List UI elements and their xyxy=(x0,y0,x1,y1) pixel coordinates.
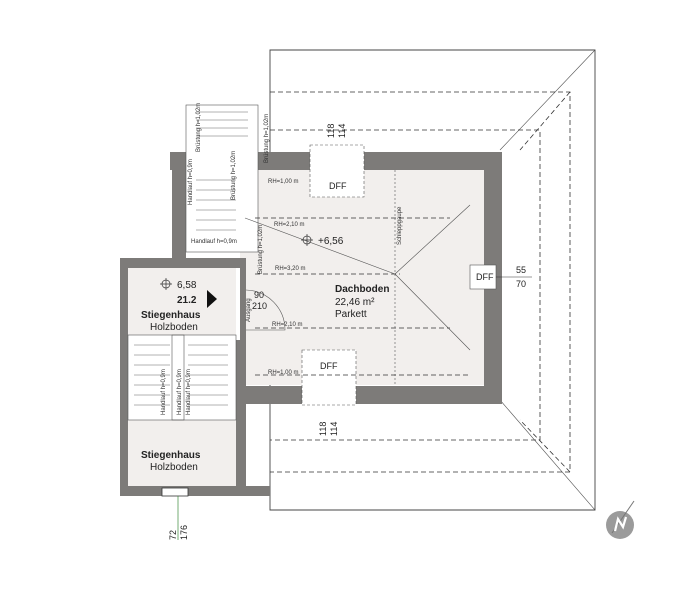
room-floor-stiegenhaus-upper: Holzboden xyxy=(150,322,198,333)
stair-handlauf-2: Handlauf h=0,9m xyxy=(177,369,183,415)
room-name-stiegenhaus-lower: Stiegenhaus xyxy=(141,450,201,461)
rh-100-top: RH=1,00 m xyxy=(268,179,299,185)
stair-wall-right-lower xyxy=(236,340,246,495)
ridge-label: Schleppgaupe xyxy=(397,206,403,245)
window-bottom-label: DFF xyxy=(320,361,338,371)
window-dff-bottom xyxy=(301,349,357,406)
room-floor-dachboden: Parkett xyxy=(335,309,367,320)
stair-railing xyxy=(171,334,185,421)
stair-hall-upper-floor xyxy=(128,268,236,335)
window-dff-top xyxy=(309,144,365,198)
stair-handlauf-1: Handlauf h=0,9m xyxy=(161,369,167,415)
ridge-diagonals xyxy=(244,204,471,351)
rh-210-bottom: RH=2,10 m xyxy=(272,322,303,328)
eingang-label: Ausgang xyxy=(246,298,252,322)
handlauf-label: Handlauf h=0,9m xyxy=(191,239,237,245)
level-marker-icon xyxy=(301,234,313,246)
stair-dim-b: 176 xyxy=(179,525,189,540)
door-height: 210 xyxy=(252,301,267,311)
bruestung-mid-label: Brüstung h=1,02m xyxy=(231,151,237,200)
rh-100-bottom: RH=1,00 m xyxy=(268,370,299,376)
stair-wall-bottom xyxy=(120,486,270,496)
room-name-stiegenhaus-upper: Stiegenhaus xyxy=(141,310,201,321)
upper-stair-treads xyxy=(196,111,248,231)
outlet-box xyxy=(161,487,189,497)
window-bottom-dim-a: 118 xyxy=(318,422,328,436)
level-marker-icon xyxy=(160,278,172,290)
room-number-stiegenhaus: 21.2 xyxy=(177,295,197,306)
window-dff-right xyxy=(469,264,497,290)
stair-dim-a: 72 xyxy=(168,530,178,540)
lower-stair-area xyxy=(127,334,237,421)
stair-wall-outer-left xyxy=(120,258,128,494)
roof-dash-diagonals xyxy=(519,91,571,473)
rh-320: RH=3,20 m xyxy=(275,266,306,272)
room-name-dachboden: Dachboden xyxy=(335,284,389,295)
roof-dash-inner xyxy=(270,129,541,441)
handlauf-vertical-label: Handlauf h=0,9m xyxy=(188,159,194,205)
level-stair: 6,58 xyxy=(177,280,197,291)
level-main: +6,56 xyxy=(318,236,344,247)
stair-handlauf-3: Handlauf h=0,9m xyxy=(186,369,192,415)
window-right-dim-b: 70 xyxy=(516,279,526,289)
stair-hall-lower-floor xyxy=(128,420,236,486)
height-lines xyxy=(255,217,470,376)
direction-arrow-icon xyxy=(207,290,217,308)
window-right-dim-a: 55 xyxy=(516,265,526,275)
door-swing xyxy=(245,289,286,331)
attic-wall-bottom xyxy=(240,386,502,404)
window-top-label: DFF xyxy=(329,181,347,191)
stair-wall-left-top xyxy=(172,152,186,272)
bruestung-left2-label: Brüstung h=1,02m xyxy=(196,103,202,152)
upper-stair-area xyxy=(185,104,259,253)
north-arrow-icon xyxy=(606,500,635,539)
bruestung-top-label: Brüstung h=1,02m xyxy=(264,114,270,163)
roof-hip-lines xyxy=(499,49,596,511)
attic-floor xyxy=(240,170,485,385)
attic-wall-left xyxy=(240,260,246,404)
room-area-dachboden: 22,46 m² xyxy=(335,297,375,308)
door-width: 90 xyxy=(254,290,264,300)
window-top-dim-b: 114 xyxy=(337,124,347,138)
roof-dash-outer xyxy=(270,91,571,473)
window-right-label: DFF xyxy=(476,272,494,282)
lower-stair-treads xyxy=(134,344,228,406)
stair-wall-top xyxy=(120,258,246,268)
window-bottom-dim-b: 114 xyxy=(329,422,339,436)
bruestung-left-label: Brüstung h=1,02m xyxy=(258,225,264,274)
rh-210-top: RH=2,10 m xyxy=(274,222,305,228)
window-top-dim-a: 118 xyxy=(326,124,336,138)
room-floor-stiegenhaus-lower: Holzboden xyxy=(150,462,198,473)
